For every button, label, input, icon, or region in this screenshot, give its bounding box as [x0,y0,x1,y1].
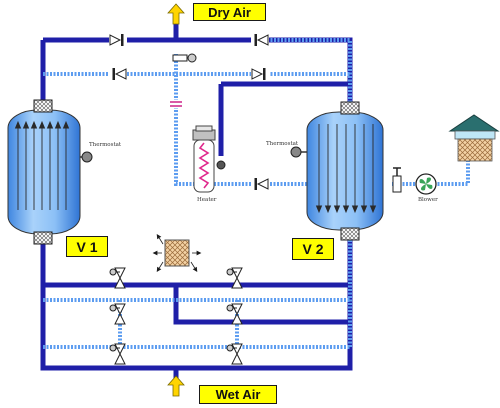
vessel-v1-label: V 1 [66,236,108,257]
manual-valve-icon [109,267,126,289]
v1-bottom-nozzle [33,231,53,245]
manual-valve-icon [226,303,243,325]
check-valve-icon [109,34,127,46]
manual-valve-icon [226,267,243,289]
vessel-v1 [7,99,93,245]
pipe-right-top-loop [260,38,352,110]
check-valve-icon [109,68,127,80]
dry-air-label: Dry Air [193,3,266,21]
check-valve-icon [251,34,269,46]
thermostat-v1-label: Thermostat [89,142,122,148]
manual-valve-icon [109,343,126,365]
manual-valve-icon [226,343,243,365]
intake-hood-icon [448,114,500,162]
thermostat-icon [290,146,307,158]
heater-coil-icon [192,125,216,193]
vessel-v2 [290,101,384,241]
wet-air-inlet-arrow [167,375,185,397]
v2-flow-arrows [315,124,377,214]
orifice-plate-icon [170,100,182,108]
filter-icon [152,233,202,273]
thermostat-icon [80,151,93,163]
check-valve-icon [251,68,269,80]
dry-air-outlet-arrow [167,3,185,25]
thermostat-v2-label: Thermostat [266,141,299,147]
pipe-mid-bar [173,285,350,325]
v2-top-nozzle [340,101,360,115]
v1-flow-arrows [14,120,70,210]
manual-valve-icon [109,303,126,325]
heater-label: Heater [197,197,217,203]
blower-inlet-valve-icon [392,167,402,193]
heater-thermostat-icon [216,160,226,170]
v2-bottom-nozzle [340,227,360,241]
outlet-valve-icon [172,53,197,63]
manual-valve-group [109,267,243,365]
check-valve-icon [251,178,269,190]
v1-top-nozzle [33,99,53,113]
vessel-v2-label: V 2 [292,238,334,260]
wet-air-label: Wet Air [199,385,277,404]
blower-label: Blower [418,197,438,203]
blower-fan-icon [415,173,437,195]
